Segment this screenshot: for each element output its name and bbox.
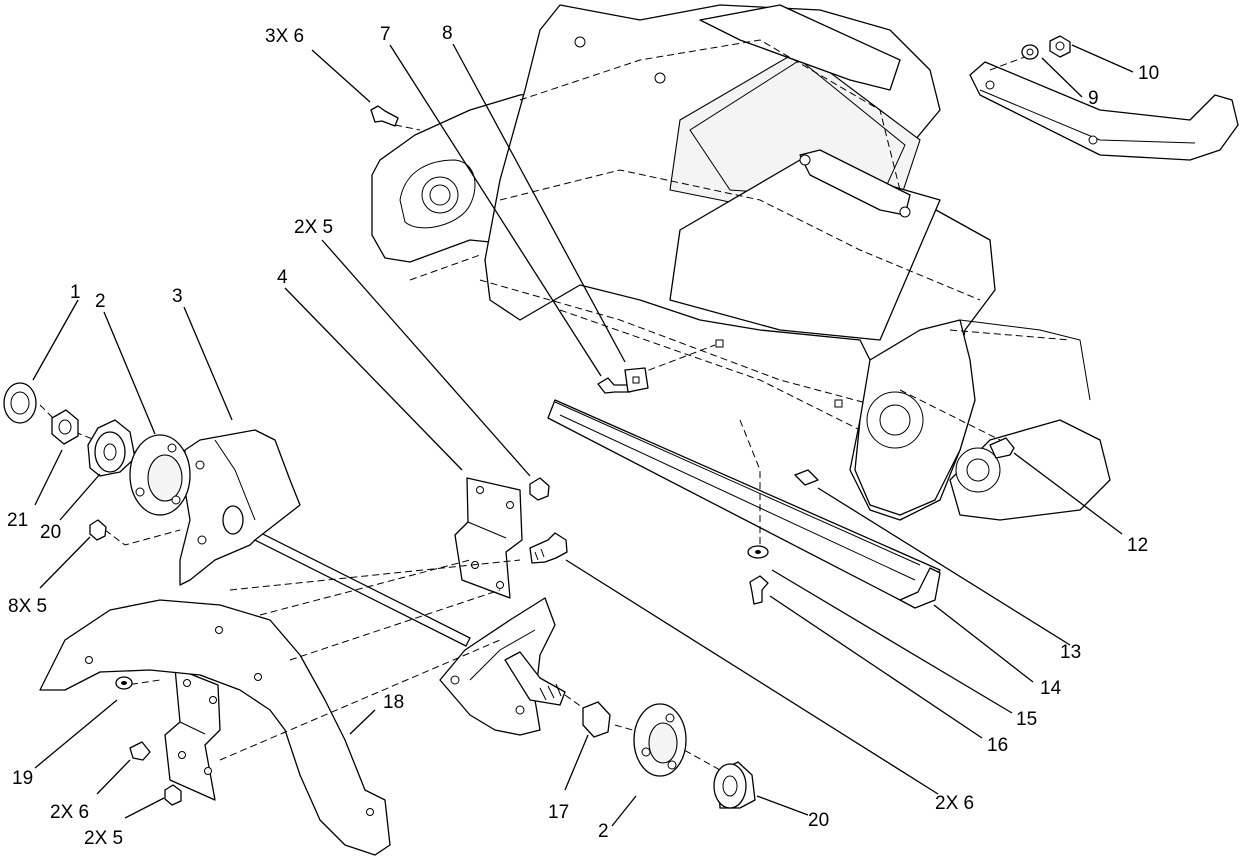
nut-2x5-upper bbox=[529, 477, 550, 501]
carriage-bolt-7 bbox=[597, 377, 631, 394]
callout-20-lower: 20 bbox=[808, 810, 829, 831]
left-auger-blade bbox=[179, 429, 301, 586]
callout-2x5-upper: 2X 5 bbox=[294, 217, 333, 238]
callout-16: 16 bbox=[987, 735, 1008, 756]
callout-2x6-lower: 2X 6 bbox=[50, 802, 89, 823]
callout-9: 9 bbox=[1088, 88, 1099, 109]
callout-4: 4 bbox=[277, 267, 288, 288]
callout-7: 7 bbox=[380, 24, 391, 45]
callout-8: 8 bbox=[442, 23, 453, 44]
assembly-lines bbox=[39, 124, 1001, 771]
callout-17: 17 bbox=[548, 802, 569, 823]
callout-3x6: 3X 6 bbox=[265, 26, 304, 47]
callout-15: 15 bbox=[1016, 709, 1037, 730]
callout-1: 1 bbox=[70, 282, 81, 303]
right-auger-blade bbox=[439, 597, 566, 736]
handle-panel bbox=[969, 54, 1239, 161]
square-plate-8 bbox=[624, 367, 649, 393]
scraper-bar bbox=[547, 399, 941, 609]
bearing-20-upper bbox=[87, 419, 136, 477]
bearing-bracket-lower bbox=[164, 667, 221, 801]
flange-2-lower bbox=[633, 703, 687, 777]
callout-13: 13 bbox=[1060, 642, 1081, 663]
leader-lines bbox=[32, 43, 1134, 827]
callout-14: 14 bbox=[1040, 678, 1062, 699]
bolt-19 bbox=[115, 676, 133, 690]
callout-20-upper: 20 bbox=[40, 522, 61, 543]
auger-housing bbox=[371, 4, 1111, 521]
bearing-20-lower bbox=[713, 761, 756, 809]
nut-8x5 bbox=[89, 519, 107, 541]
callout-3: 3 bbox=[172, 286, 183, 307]
callout-8x5: 8X 5 bbox=[8, 596, 47, 617]
auger-flighting bbox=[39, 599, 391, 856]
bolt-16 bbox=[749, 575, 769, 605]
bolt-2x6-lower bbox=[129, 741, 151, 761]
callout-labels: 1 2 3 4 2X 5 3X 6 7 8 9 10 12 13 14 15 1… bbox=[7, 23, 1159, 849]
flange-2-upper bbox=[129, 434, 191, 516]
plate-13 bbox=[794, 469, 819, 486]
callout-2-lower: 2 bbox=[598, 821, 609, 842]
callout-19: 19 bbox=[12, 768, 33, 789]
callout-12: 12 bbox=[1127, 535, 1148, 556]
washer-9 bbox=[1021, 44, 1039, 60]
callout-10: 10 bbox=[1138, 63, 1159, 84]
nut-10 bbox=[1049, 35, 1071, 58]
washer-15 bbox=[747, 545, 769, 559]
callout-2-upper: 2 bbox=[95, 291, 106, 312]
bolt-2x6-right bbox=[529, 532, 568, 564]
bearing-bracket-upper bbox=[454, 477, 523, 599]
bolt-3x6 bbox=[370, 105, 399, 127]
nut-2x5-lower bbox=[164, 784, 182, 806]
callout-21: 21 bbox=[7, 510, 28, 531]
callout-18: 18 bbox=[383, 692, 404, 713]
callout-2x6-right: 2X 6 bbox=[935, 793, 974, 814]
washer-1 bbox=[3, 382, 37, 424]
spacer-17 bbox=[582, 701, 611, 738]
callout-2x5-lower: 2X 5 bbox=[84, 828, 123, 849]
bolt-12 bbox=[989, 437, 1015, 459]
hex-nut-21 bbox=[51, 409, 79, 445]
